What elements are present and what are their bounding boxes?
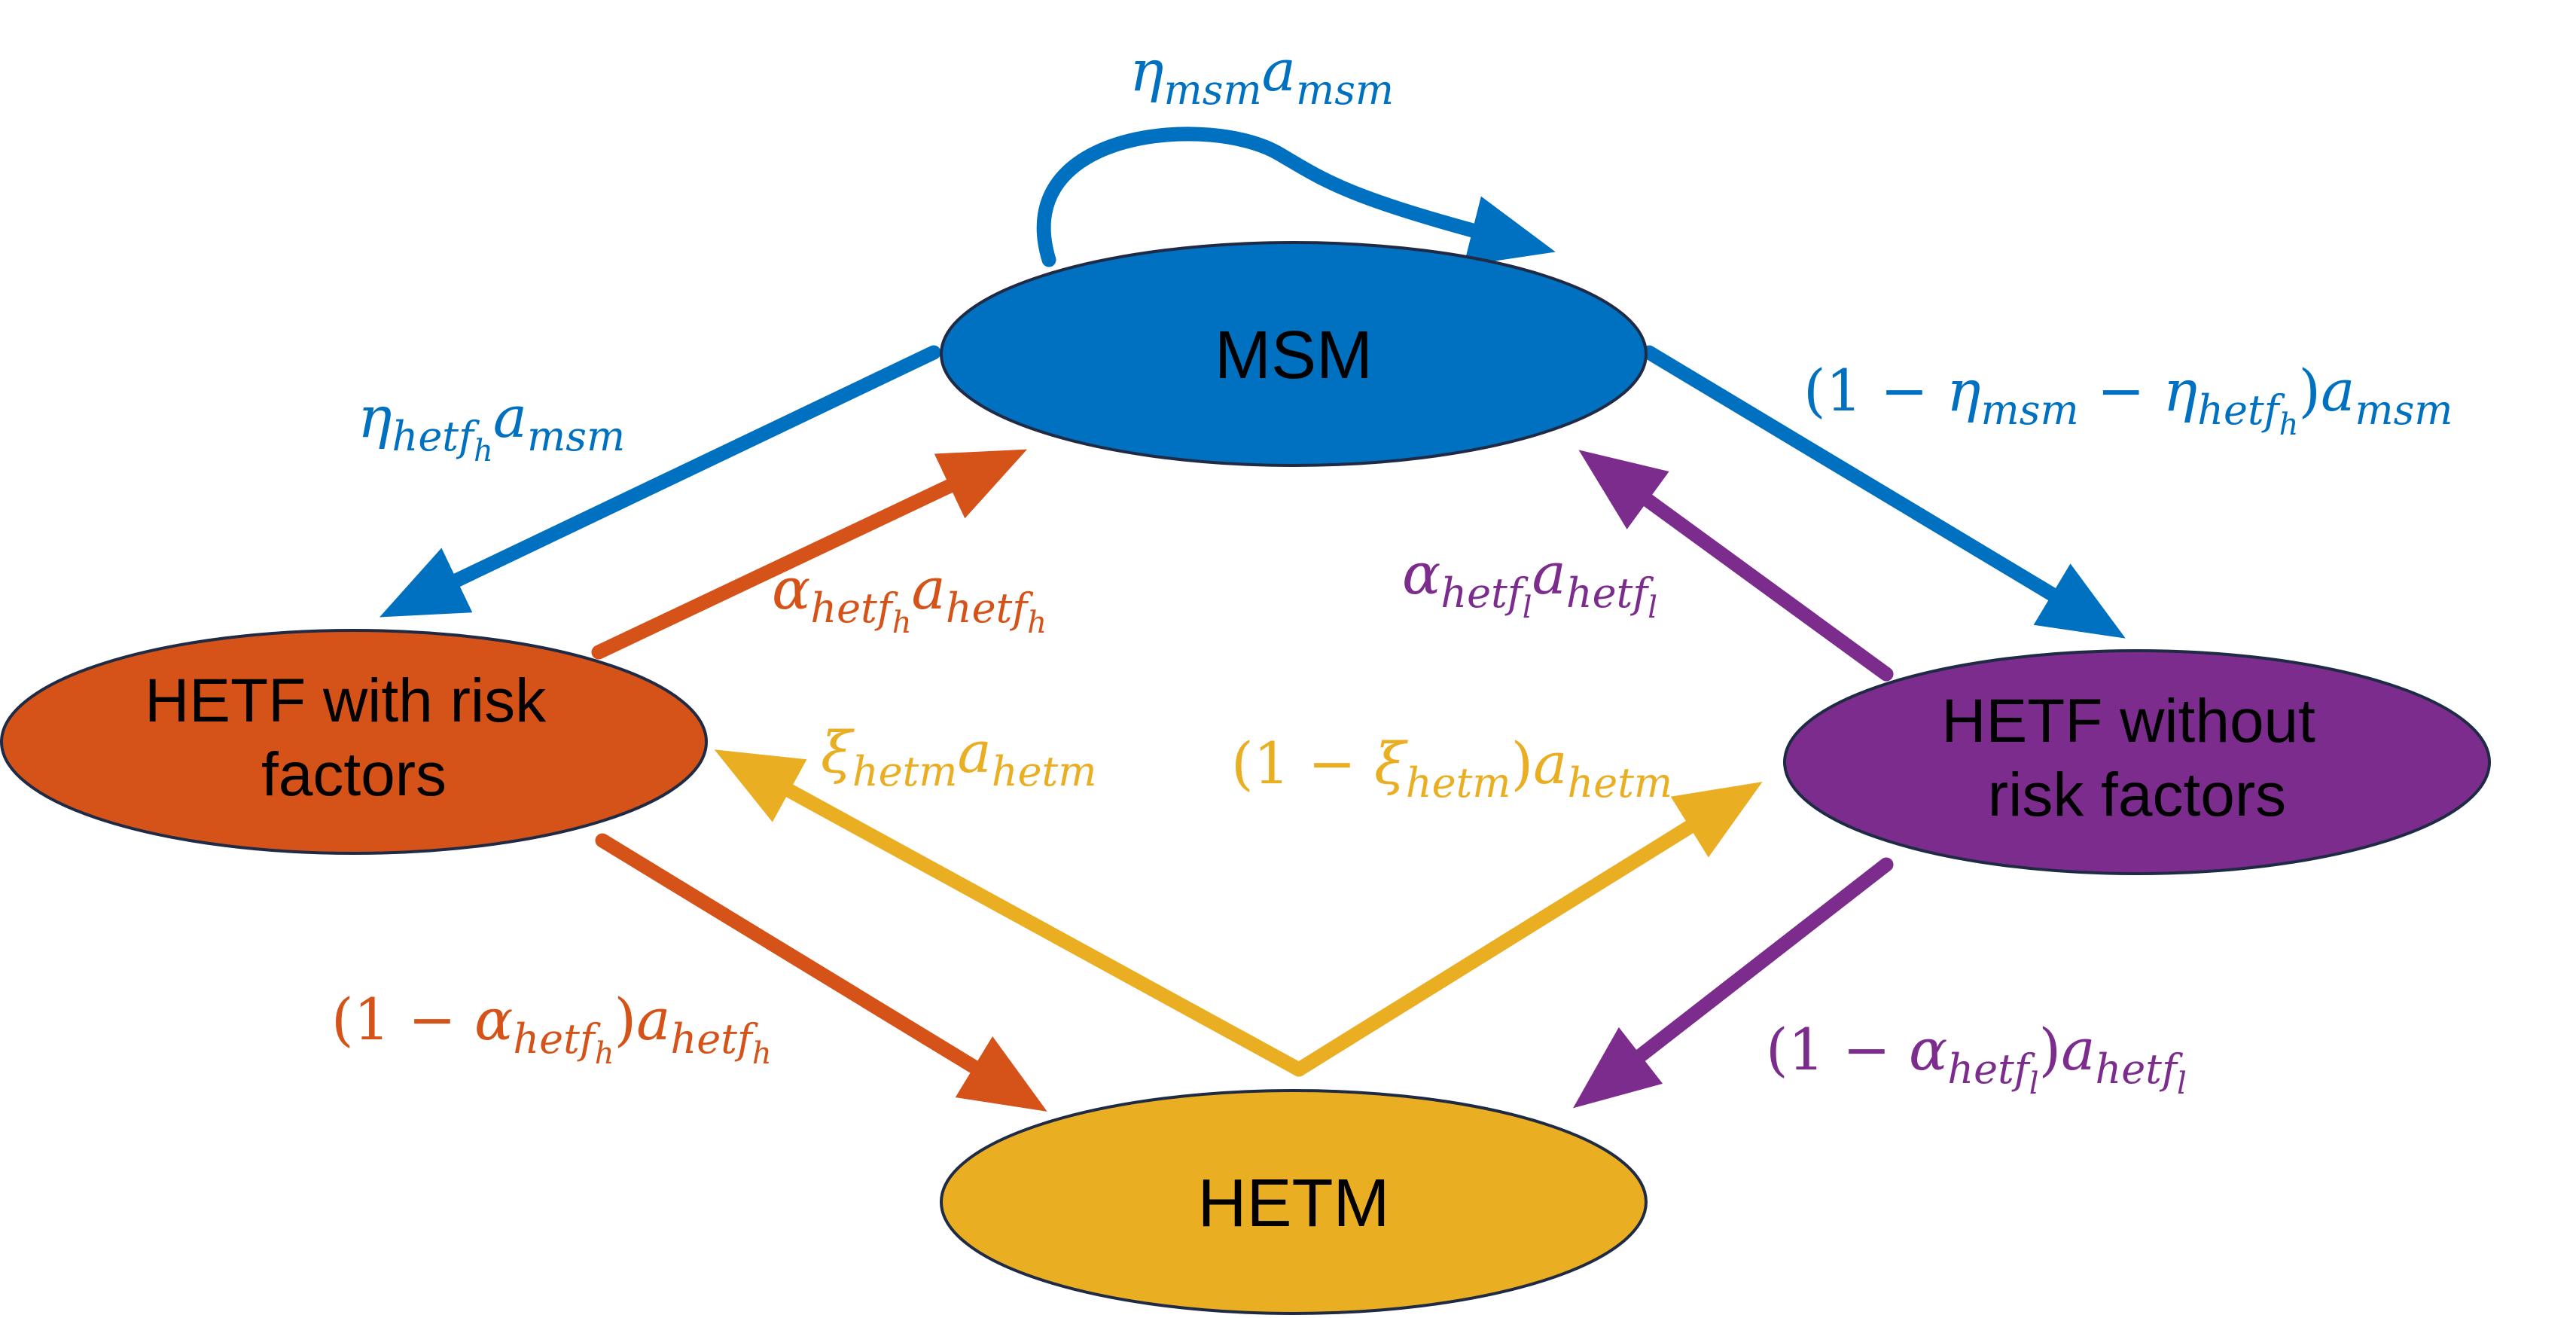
edge-hetf-with-risk-to-hetm	[595, 833, 1047, 1112]
edge-msm-to-hetf-without-risk	[1642, 345, 2126, 639]
label-hetm-to-hetf-with-risk: ξhetmahetm	[821, 718, 1096, 795]
node-hetm-label: HETM	[1198, 1166, 1390, 1241]
edge-hetf-without-risk-to-msm	[1578, 450, 1894, 682]
edge-hetm-to-hetf-with-risk	[714, 749, 1306, 1077]
node-msm-label: MSM	[1215, 318, 1373, 393]
label-msm-to-hetf-without-risk: (1 − ηmsm − ηhetfh)amsm	[1803, 357, 2453, 442]
node-hetf-with-risk-factors: HETF with risk factors	[0, 629, 708, 855]
node-hetf-with-risk-factors-label: HETF with risk factors	[145, 667, 563, 809]
edge-hetf-without-risk-to-hetm	[1572, 857, 1894, 1109]
label-hetf-with-risk-to-hetm: (1 − αhetfh)ahetfh	[331, 986, 772, 1071]
edge-hetf-with-risk-to-msm	[591, 449, 1028, 660]
label-hetm-to-hetf-without-risk: (1 − ξhetm)ahetm	[1231, 730, 1672, 807]
node-hetf-without-risk-factors: HETF without risk factors	[1783, 649, 2491, 875]
label-hetf-without-risk-to-hetm: (1 − αhetfl)ahetfl	[1766, 1016, 2187, 1101]
edge-hetm-to-hetf-without-risk	[1291, 781, 1763, 1077]
edge-msm-self-loop	[1036, 127, 1556, 267]
edge-msm-to-hetf-with-risk	[379, 345, 941, 618]
node-hetm: HETM	[940, 1089, 1648, 1315]
node-msm: MSM	[940, 241, 1648, 467]
label-msm-to-hetf-with-risk: ηhetfhamsm	[358, 383, 625, 468]
node-hetf-without-risk-factors-label: HETF without risk factors	[1941, 687, 2332, 829]
label-hetf-with-risk-to-msm: αhetfhahetfh	[772, 555, 1047, 640]
label-msm-self-loop: ηmsmamsm	[1129, 37, 1394, 114]
label-hetf-without-risk-to-msm: αhetflahetfl	[1402, 540, 1657, 625]
